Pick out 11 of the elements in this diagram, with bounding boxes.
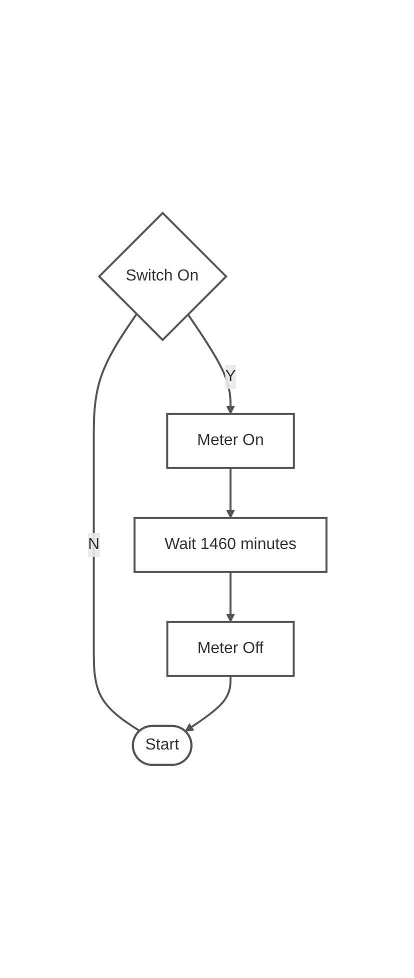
arrow xyxy=(184,676,232,732)
arrow xyxy=(226,572,235,622)
node-box: Meter On xyxy=(166,412,295,469)
edge-label: Y xyxy=(224,368,236,385)
node-diamond: Switch On xyxy=(98,212,228,342)
arrow xyxy=(226,468,235,518)
node-box: Meter Off xyxy=(166,620,294,677)
arrow xyxy=(186,314,235,414)
connector xyxy=(92,314,140,732)
edge-label: N xyxy=(88,536,100,553)
node-box: Wait 1460 minutes xyxy=(133,516,328,573)
